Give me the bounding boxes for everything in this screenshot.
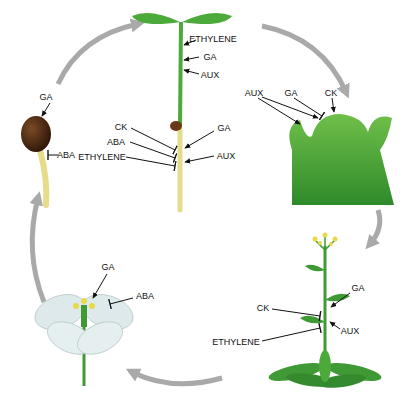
hormone-label: ABA: [107, 138, 125, 147]
meristem: [258, 97, 394, 205]
hormone-label: AUX: [217, 152, 236, 161]
hormone-label: CK: [325, 89, 338, 98]
hormone-label: GA: [203, 53, 216, 62]
hormone-label: ABA: [136, 292, 154, 301]
hormone-label: AUX: [341, 327, 360, 336]
flowering-plant: [262, 233, 383, 391]
hormone-label: CK: [257, 304, 270, 313]
hormone-label: ABA: [57, 151, 75, 160]
hormone-label: ETHYLENE: [212, 338, 260, 347]
hormone-label: GA: [284, 89, 297, 98]
hormone-label: GA: [351, 284, 364, 293]
hormone-label: GA: [101, 263, 114, 272]
hormone-label: AUX: [245, 89, 264, 98]
hormone-label: GA: [217, 124, 230, 133]
seed: [21, 103, 58, 205]
hormone-label: GA: [39, 93, 52, 102]
hormone-label: CK: [115, 123, 128, 132]
hormone-label: ETHYLENE: [189, 35, 237, 44]
hormone-label: AUX: [201, 71, 220, 80]
hormone-label: ETHYLENE: [78, 153, 126, 162]
flower: [30, 274, 138, 386]
